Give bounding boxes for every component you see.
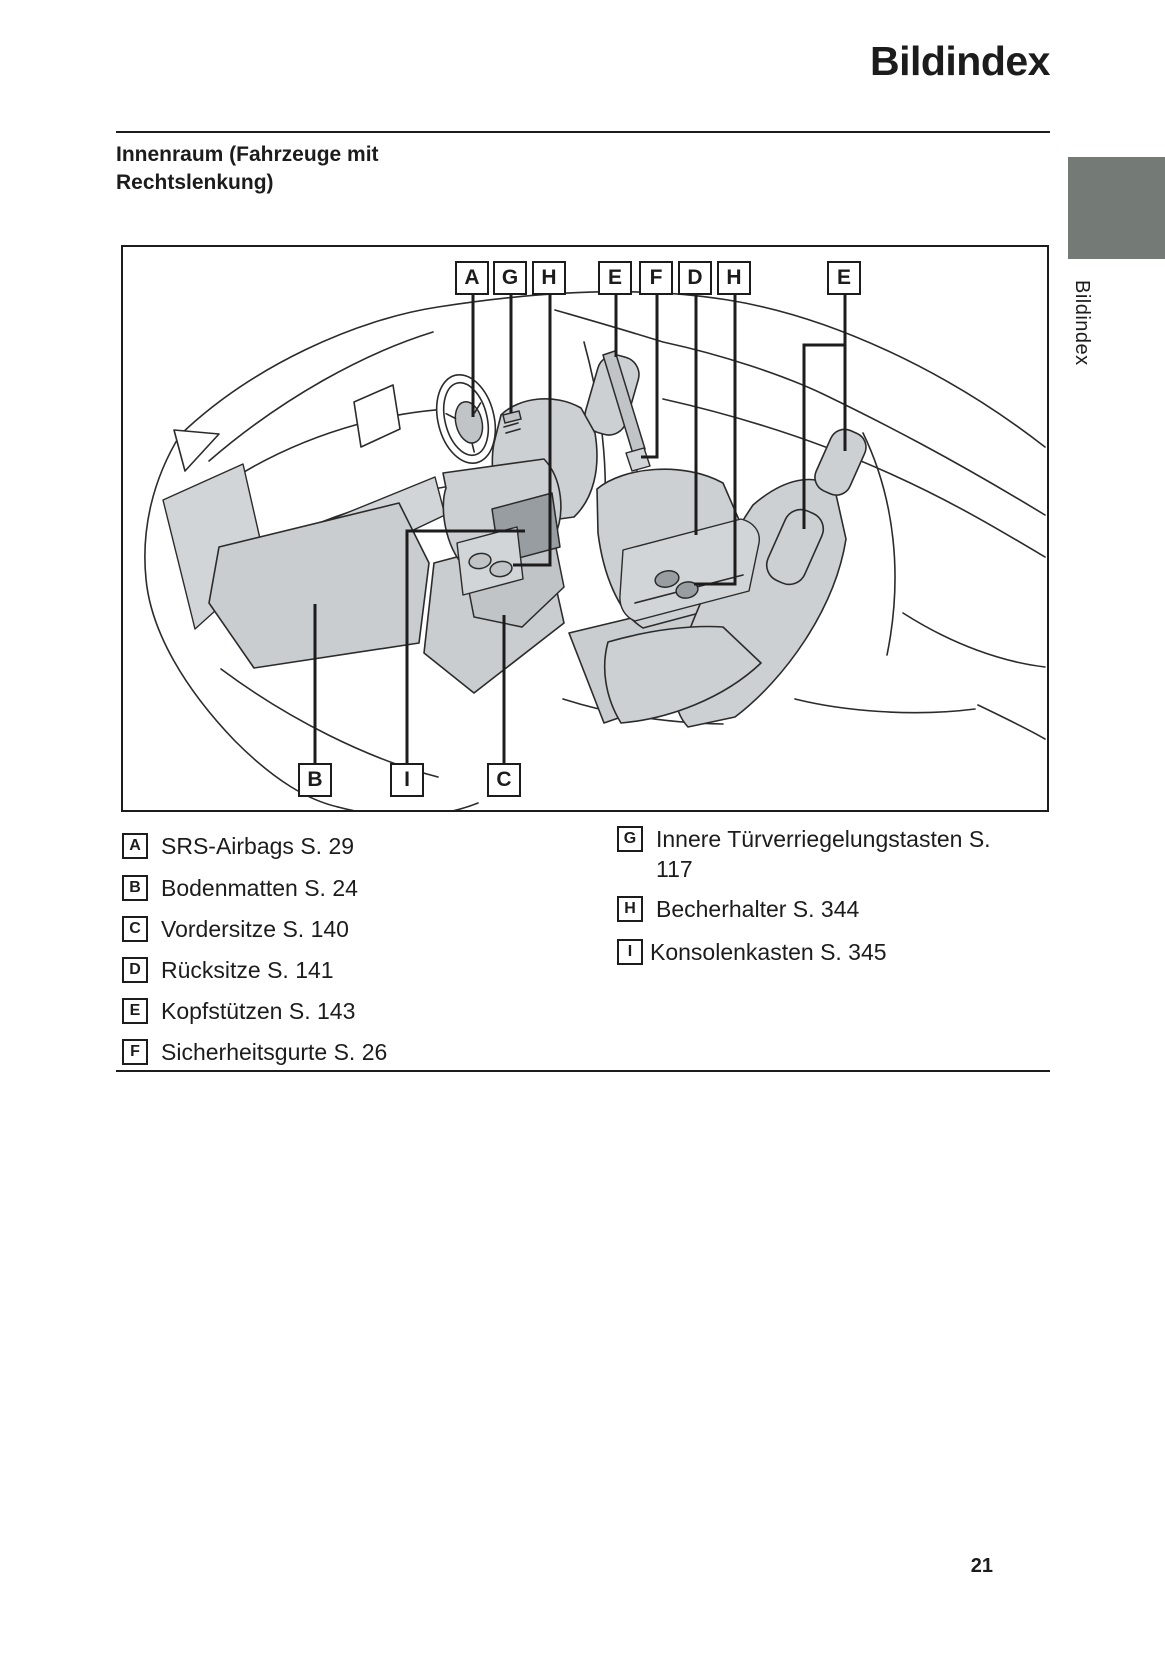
section-heading: Innenraum (Fahrzeuge mit Rechtslenkung) bbox=[116, 143, 379, 194]
steering-wheel bbox=[435, 374, 497, 464]
chapter-tab bbox=[1068, 157, 1165, 259]
right-lower-curve bbox=[902, 612, 1046, 668]
rear-armrest-panel bbox=[619, 518, 760, 622]
page-number: 21 bbox=[970, 1555, 993, 1577]
legend-text: Innere Türverriegelungstasten S. 117 bbox=[656, 826, 991, 882]
legend-text: Becherhalter S. 344 bbox=[656, 896, 860, 922]
diagram-label-c: C bbox=[487, 763, 521, 797]
legend-key-box: A bbox=[122, 833, 148, 859]
callout-letter: G bbox=[501, 266, 519, 289]
legend-key-box: F bbox=[122, 1039, 148, 1065]
legend-text: Sicherheitsgurte S. 26 bbox=[161, 1039, 388, 1065]
callout-letter: B bbox=[307, 768, 323, 791]
front-window-line bbox=[554, 309, 1046, 516]
legend-key-box: C bbox=[122, 916, 148, 942]
callout-letter: F bbox=[649, 266, 663, 289]
front-cupholder-2 bbox=[489, 560, 513, 578]
legend-text: Vordersitze S. 140 bbox=[161, 916, 349, 942]
rear-headrest-left bbox=[765, 508, 825, 586]
callout-line-h-rear bbox=[694, 295, 737, 586]
callout-letter: I bbox=[404, 768, 410, 791]
legend-row-a: A SRS-Airbags S. 29 bbox=[122, 831, 354, 861]
callout-letter: A bbox=[464, 266, 480, 289]
legend-row-g: G Innere Türverriegelungstasten S. 117 bbox=[617, 824, 998, 884]
front-cupholder-1 bbox=[468, 552, 492, 570]
door-lock-buttons bbox=[502, 410, 522, 434]
legend-key-box: H bbox=[617, 896, 643, 922]
interior-illustration bbox=[144, 290, 1046, 810]
legend-key-box: G bbox=[617, 826, 643, 852]
rear-cupholder-1 bbox=[654, 570, 680, 588]
legend-key-box: B bbox=[122, 875, 148, 901]
legend-text: Konsolenkasten S. 345 bbox=[650, 939, 887, 965]
callout-line-f bbox=[641, 295, 659, 459]
windshield-inner-line bbox=[208, 331, 434, 462]
left-body-line bbox=[144, 434, 339, 808]
left-sill-line bbox=[220, 668, 439, 778]
legend-row-c: C Vordersitze S. 140 bbox=[122, 914, 349, 944]
legend-key-box: E bbox=[122, 998, 148, 1024]
callout-letter: D bbox=[687, 266, 703, 289]
side-mirror bbox=[173, 429, 220, 472]
interior-diagram-frame: A G H E F D H E B I C bbox=[121, 245, 1049, 812]
diagram-label-e-front: E bbox=[598, 261, 632, 295]
rear-window-sill bbox=[662, 398, 1046, 558]
callout-line-e-branch bbox=[802, 343, 845, 529]
chapter-tab-label: Bildindex bbox=[1071, 280, 1093, 366]
callout-letter: E bbox=[836, 266, 851, 289]
callout-letter: H bbox=[726, 266, 742, 289]
callout-line-h-front bbox=[513, 295, 552, 567]
seat-belt-buckle bbox=[625, 447, 651, 472]
legend-key-box: I bbox=[617, 939, 643, 965]
legend-text: SRS-Airbags S. 29 bbox=[161, 833, 355, 859]
legend-row-i: I Konsolenkasten S. 345 bbox=[617, 937, 887, 967]
callout-letter: H bbox=[541, 266, 557, 289]
rearview-mirror bbox=[353, 384, 401, 448]
legend-key-box: D bbox=[122, 957, 148, 983]
rear-headrest-right bbox=[814, 428, 867, 496]
legend-row-d: D Rücksitze S. 141 bbox=[122, 955, 334, 985]
legend-text: Kopfstützen S. 143 bbox=[161, 998, 356, 1024]
title-divider bbox=[116, 131, 1050, 133]
footer-divider bbox=[116, 1070, 1050, 1072]
page-title: Bildindex bbox=[869, 38, 1051, 84]
diagram-label-e-rear: E bbox=[827, 261, 861, 295]
legend-text: Bodenmatten S. 24 bbox=[161, 875, 358, 901]
diagram-label-b: B bbox=[298, 763, 332, 797]
callout-line-i bbox=[405, 529, 525, 765]
legend-text: Rücksitze S. 141 bbox=[161, 957, 334, 983]
diagram-label-g: G bbox=[493, 261, 527, 295]
floor-mat-front bbox=[208, 502, 430, 669]
callout-letter: C bbox=[496, 768, 512, 791]
rear-cupholder-2 bbox=[675, 581, 699, 599]
legend-row-b: B Bodenmatten S. 24 bbox=[122, 873, 358, 903]
legend-row-e: E Kopfstützen S. 143 bbox=[122, 996, 355, 1026]
door-rear-edge bbox=[862, 432, 896, 656]
legend-row-h: H Becherhalter S. 344 bbox=[617, 894, 859, 924]
diagram-label-h-rear: H bbox=[717, 261, 751, 295]
diagram-label-i: I bbox=[390, 763, 424, 797]
floor-right-line bbox=[794, 698, 976, 714]
legend-row-f: F Sicherheitsgurte S. 26 bbox=[122, 1037, 387, 1067]
front-sill-line bbox=[337, 802, 479, 810]
diagram-label-d: D bbox=[678, 261, 712, 295]
callout-letter: E bbox=[607, 266, 622, 289]
diagram-label-h-front: H bbox=[532, 261, 566, 295]
diagram-label-a: A bbox=[455, 261, 489, 295]
rear-lower-cushion bbox=[603, 625, 762, 724]
diagram-label-f: F bbox=[639, 261, 673, 295]
corner-right-line bbox=[977, 704, 1046, 740]
